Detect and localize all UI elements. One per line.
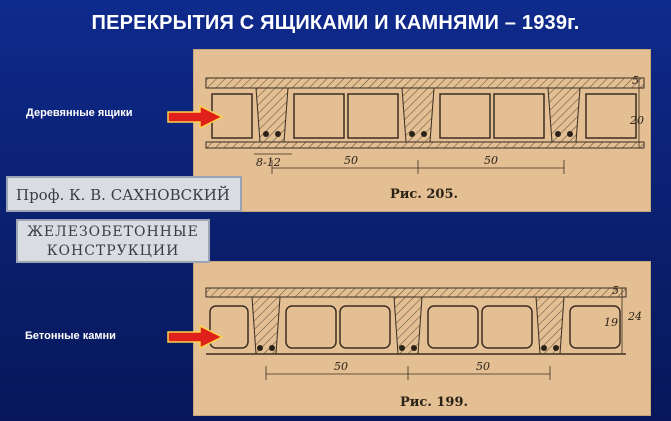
dim-top-span2: 50 (484, 154, 498, 167)
figure-top-drawing: 50 50 8-12 5 20 Рис. 205. (205, 74, 645, 202)
book-title-plaque: ЖЕЛЕЗОБЕТОННЫЕ КОНСТРУКЦИИ (16, 219, 210, 263)
slide-title: ПЕРЕКРЫТИЯ С ЯЩИКАМИ И КАМНЯМИ – 1939г. (91, 12, 580, 34)
book-title-line2: КОНСТРУКЦИИ (46, 243, 180, 259)
dim-top-rib: 8-12 (256, 156, 281, 169)
label-concrete-stones: Бетонные камни (25, 330, 116, 342)
figure-top-photo: 50 50 8-12 5 20 Рис. 205. (193, 49, 651, 212)
figure-bottom-caption: Рис. 199. (400, 395, 468, 410)
label-wooden-boxes: Деревянные ящики (26, 107, 133, 119)
dim-top-height: 20 (629, 114, 644, 127)
figure-bottom-drawing: 50 50 19 24 5 Рис. 199. (205, 284, 642, 410)
dim-bottom-b: 24 (627, 310, 642, 323)
dim-bottom-a: 19 (604, 316, 618, 329)
dim-bottom-span2: 50 (476, 360, 490, 373)
dim-bottom-c: 5 (612, 284, 619, 297)
figure-bottom-photo: 50 50 19 24 5 Рис. 199. (193, 261, 651, 416)
book-author-plaque: Проф. К. В. САХНОВСКИЙ (6, 176, 242, 212)
dim-top-slab: 5 (632, 74, 639, 87)
dim-bottom-span1: 50 (334, 360, 348, 373)
arrow-right-icon (167, 105, 224, 129)
arrow-right-icon (167, 325, 224, 349)
book-title-line1: ЖЕЛЕЗОБЕТОННЫЕ (27, 224, 199, 240)
book-author: Проф. К. В. САХНОВСКИЙ (16, 186, 230, 204)
figure-top-caption: Рис. 205. (390, 187, 458, 202)
dim-top-span1: 50 (344, 154, 358, 167)
